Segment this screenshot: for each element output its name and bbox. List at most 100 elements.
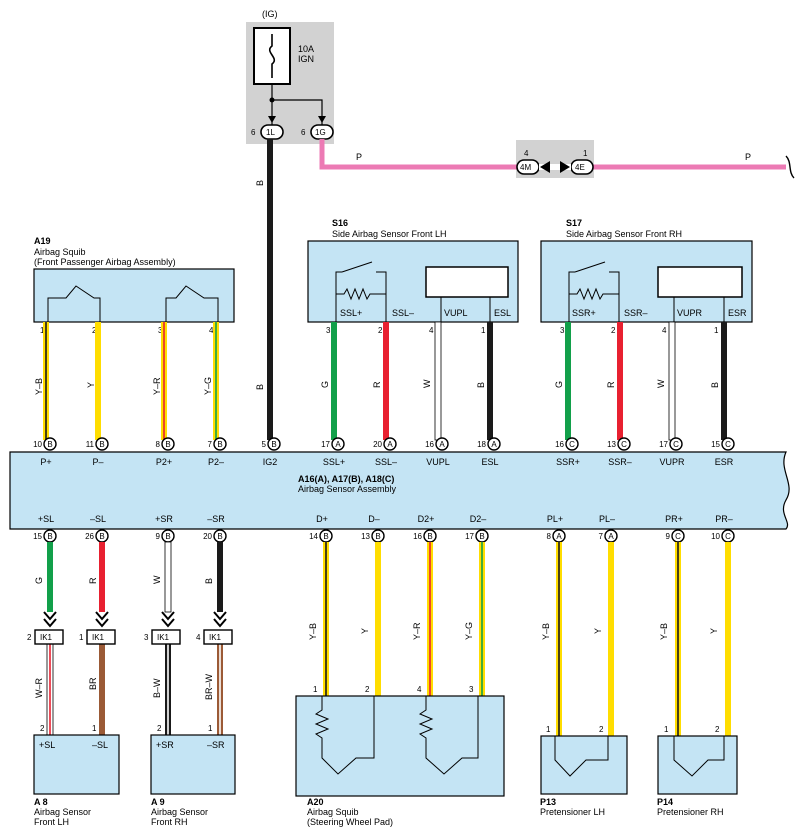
s17-term-4: ESR [728,308,747,318]
ecu-bottom-pin: 9 [156,532,161,541]
ecu-bottom-conn-letter: A [608,532,614,541]
ecu-bottom-conn-letter: B [323,532,328,541]
ecu-top-pin: 16 [425,440,434,449]
s16-wire-2-label: R [372,381,382,388]
p13-name: Pretensioner LH [540,807,605,817]
p14-squib-icon [673,736,725,777]
s16-name: Side Airbag Sensor Front LH [332,229,447,239]
p13-pin-2: 2 [599,725,604,734]
s17-name: Side Airbag Sensor Front RH [566,229,682,239]
a19-pin-4: 4 [209,326,214,335]
ecu-box [9,451,790,530]
a9-term-2: –SR [207,740,225,750]
a9-pin-2: 1 [208,724,213,733]
a19-box [33,268,235,323]
upper-wires [43,321,727,441]
ecu-top-conn-letter: B [99,440,104,449]
double-arrow-icon [213,611,227,628]
pink-wire-label-left: P [356,152,362,162]
pin-1l: 6 [251,128,256,137]
ecu-top-pin: 7 [208,440,213,449]
a19-squib-left-icon [47,285,101,322]
ecu-top-pin: 10 [33,440,42,449]
s17-code: S17 [566,218,582,228]
ecu-bottom-pin: 10 [711,532,720,541]
p13-squib-icon [554,736,609,777]
s17-wire-1-label: G [554,381,564,388]
s16-vup-block [425,266,509,298]
ecu-top-conn-letter: A [387,440,393,449]
ecu-top-conn-letter: A [439,440,445,449]
ecu-bottom-terminal: D–B13 [361,514,385,543]
pin-1g: 6 [301,128,306,137]
a19-subname: (Front Passenger Airbag Assembly) [34,257,176,267]
ecu-bottom-conn-letter: B [165,532,170,541]
ecu-bottom-pin: 8 [547,532,552,541]
ecu-bottom-conn-letter: B [479,532,484,541]
ik1-connector-2: IK1 [86,629,116,645]
p13-wire-2-label: Y [593,628,603,634]
ecu-top-term: SSR– [608,457,632,467]
ecu-bottom-conn-letter: C [675,532,681,541]
joint-arrow-left-icon [540,161,550,173]
side-wire-8-label: BR–W [204,673,214,700]
s17-term-3: VUPR [677,308,703,318]
ecu-top-conn-letter: B [165,440,170,449]
a20-pin-4: 3 [469,685,474,694]
ecu-top-term: ESR [715,457,734,467]
ecu-top-term: IG2 [263,457,278,467]
fuse-name: IGN [298,54,314,64]
ecu-top-terminals: B10P+B11P–B8P2+B7P2–B5IG2A17SSL+A20SSL–A… [33,437,735,467]
s17-wire-4-label: B [710,382,720,388]
ecu-bottom-pin: 20 [203,532,212,541]
s16-term-1: SSL+ [340,308,362,318]
a9-pin-1: 2 [157,724,162,733]
svg-text:IK1: IK1 [209,633,222,642]
ik1-connector-3: IK1 [151,629,181,645]
a20-wire-1-label: Y–B [308,623,318,640]
side-wire-4-label: B [204,578,214,584]
joint-link [539,164,571,170]
p13-wire-1-label: Y–B [541,623,551,640]
ik1-connector-4: IK1 [203,629,233,645]
a19-code: A19 [34,236,51,246]
ecu-top-term: VUPL [426,457,450,467]
s16-wire-3-label: W [422,379,432,388]
double-arrow-icon [43,611,57,628]
ig2-wire-label-lower: B [255,384,265,390]
pink-p-wire [319,139,786,170]
ik1-pin-3: 3 [144,633,149,642]
a9-name: Airbag Sensor [151,807,208,817]
a20-name: Airbag Squib [307,807,359,817]
side-wire-2-label: R [88,577,98,584]
s17-wire-3-label: W [656,379,666,388]
fuse-icon [268,34,276,78]
ecu-bottom-term: PR+ [665,514,683,524]
s16-term-3: VUPL [444,308,468,318]
ecu-top-conn-letter: B [217,440,222,449]
a9-term-1: +SR [156,740,174,750]
a20-box [295,695,505,797]
ecu-top-pin: 17 [321,440,330,449]
a20-squib-right-icon [418,696,479,775]
side-wire-3-label: W [152,575,162,584]
ecu-bottom-term: PL+ [547,514,563,524]
ecu-bottom-term: +SR [155,514,173,524]
side-wire-1-label: G [34,577,44,584]
double-arrow-icon [95,611,109,628]
ecu-bottom-pin: 9 [666,532,671,541]
a20-wire-2-label: Y [360,628,370,634]
ecu-top-conn-letter: A [335,440,341,449]
a19-wire-1-label: Y–B [34,378,44,395]
ecu-top-pin: 8 [156,440,161,449]
s17-pin-3: 4 [662,326,667,335]
ecu-top-term: P2– [208,457,224,467]
ig2-wire-label-upper: B [255,180,265,186]
ecu-top-term: SSL– [375,457,397,467]
